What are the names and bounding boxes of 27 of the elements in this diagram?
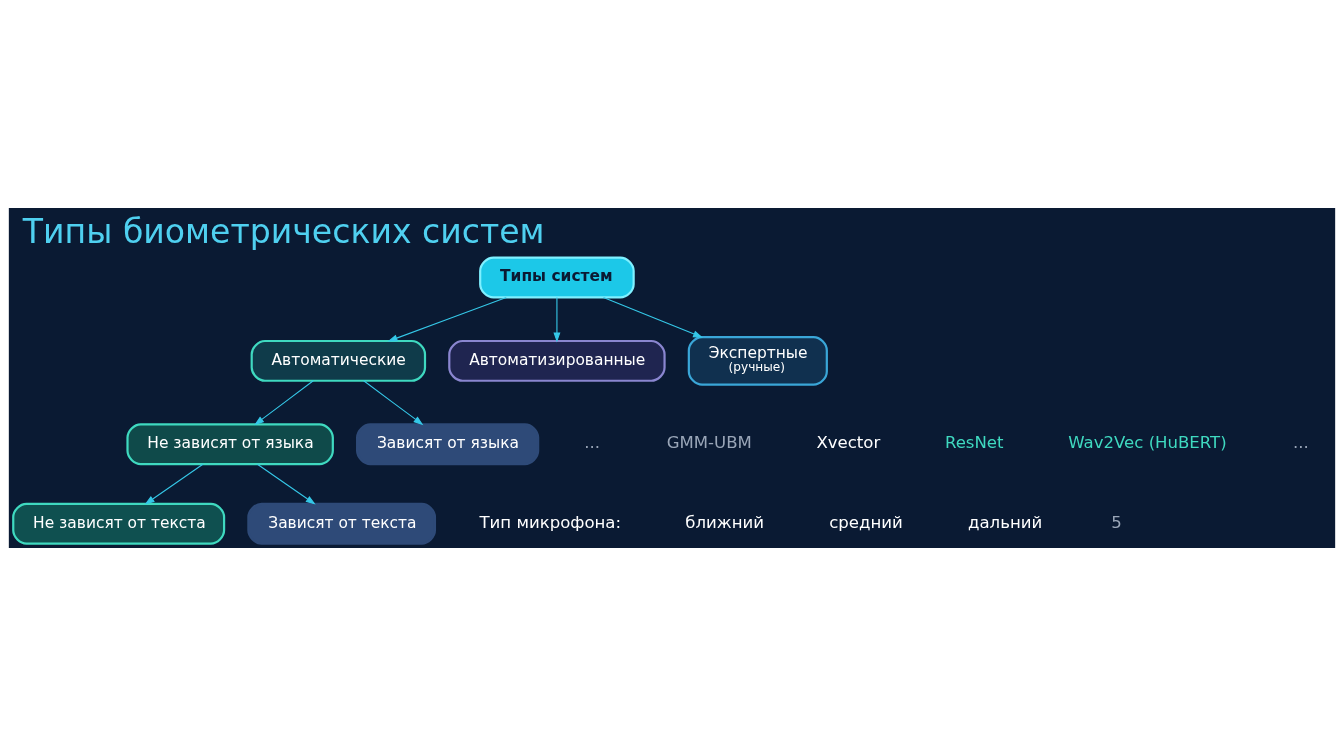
arrow xyxy=(553,296,561,343)
label: ближний xyxy=(685,512,765,532)
node-box: Не зависят от текста xyxy=(12,502,226,545)
node-box: Зависят от языка xyxy=(356,423,540,466)
label: средний xyxy=(829,512,903,532)
arrow xyxy=(256,463,316,505)
arrow xyxy=(363,380,424,426)
node-box: Не зависят от языка xyxy=(126,423,334,466)
node-box: Автоматизированные xyxy=(448,339,666,382)
label: дальний xyxy=(967,512,1043,532)
label: Тип микрофона: xyxy=(479,512,622,532)
node-box: Типы систем xyxy=(479,256,635,299)
label: ... xyxy=(584,433,601,453)
arrow xyxy=(254,380,314,426)
label: GMM-UBM xyxy=(666,433,752,453)
node-box: Экспертные (ручные) xyxy=(687,336,828,386)
arrow xyxy=(144,463,204,505)
arrow xyxy=(387,296,507,342)
label: Wav2Vec (HuBERT) xyxy=(1068,433,1227,453)
label: 5 xyxy=(1111,512,1122,532)
node-box: Зависят от текста xyxy=(247,502,437,545)
label: ... xyxy=(1293,433,1309,453)
diagram-title: Типы биометрических систем xyxy=(22,212,545,252)
arrow xyxy=(602,296,703,338)
node-box: Автоматические xyxy=(250,339,427,382)
label: Xvector xyxy=(816,433,881,453)
label: ResNet xyxy=(944,433,1004,453)
